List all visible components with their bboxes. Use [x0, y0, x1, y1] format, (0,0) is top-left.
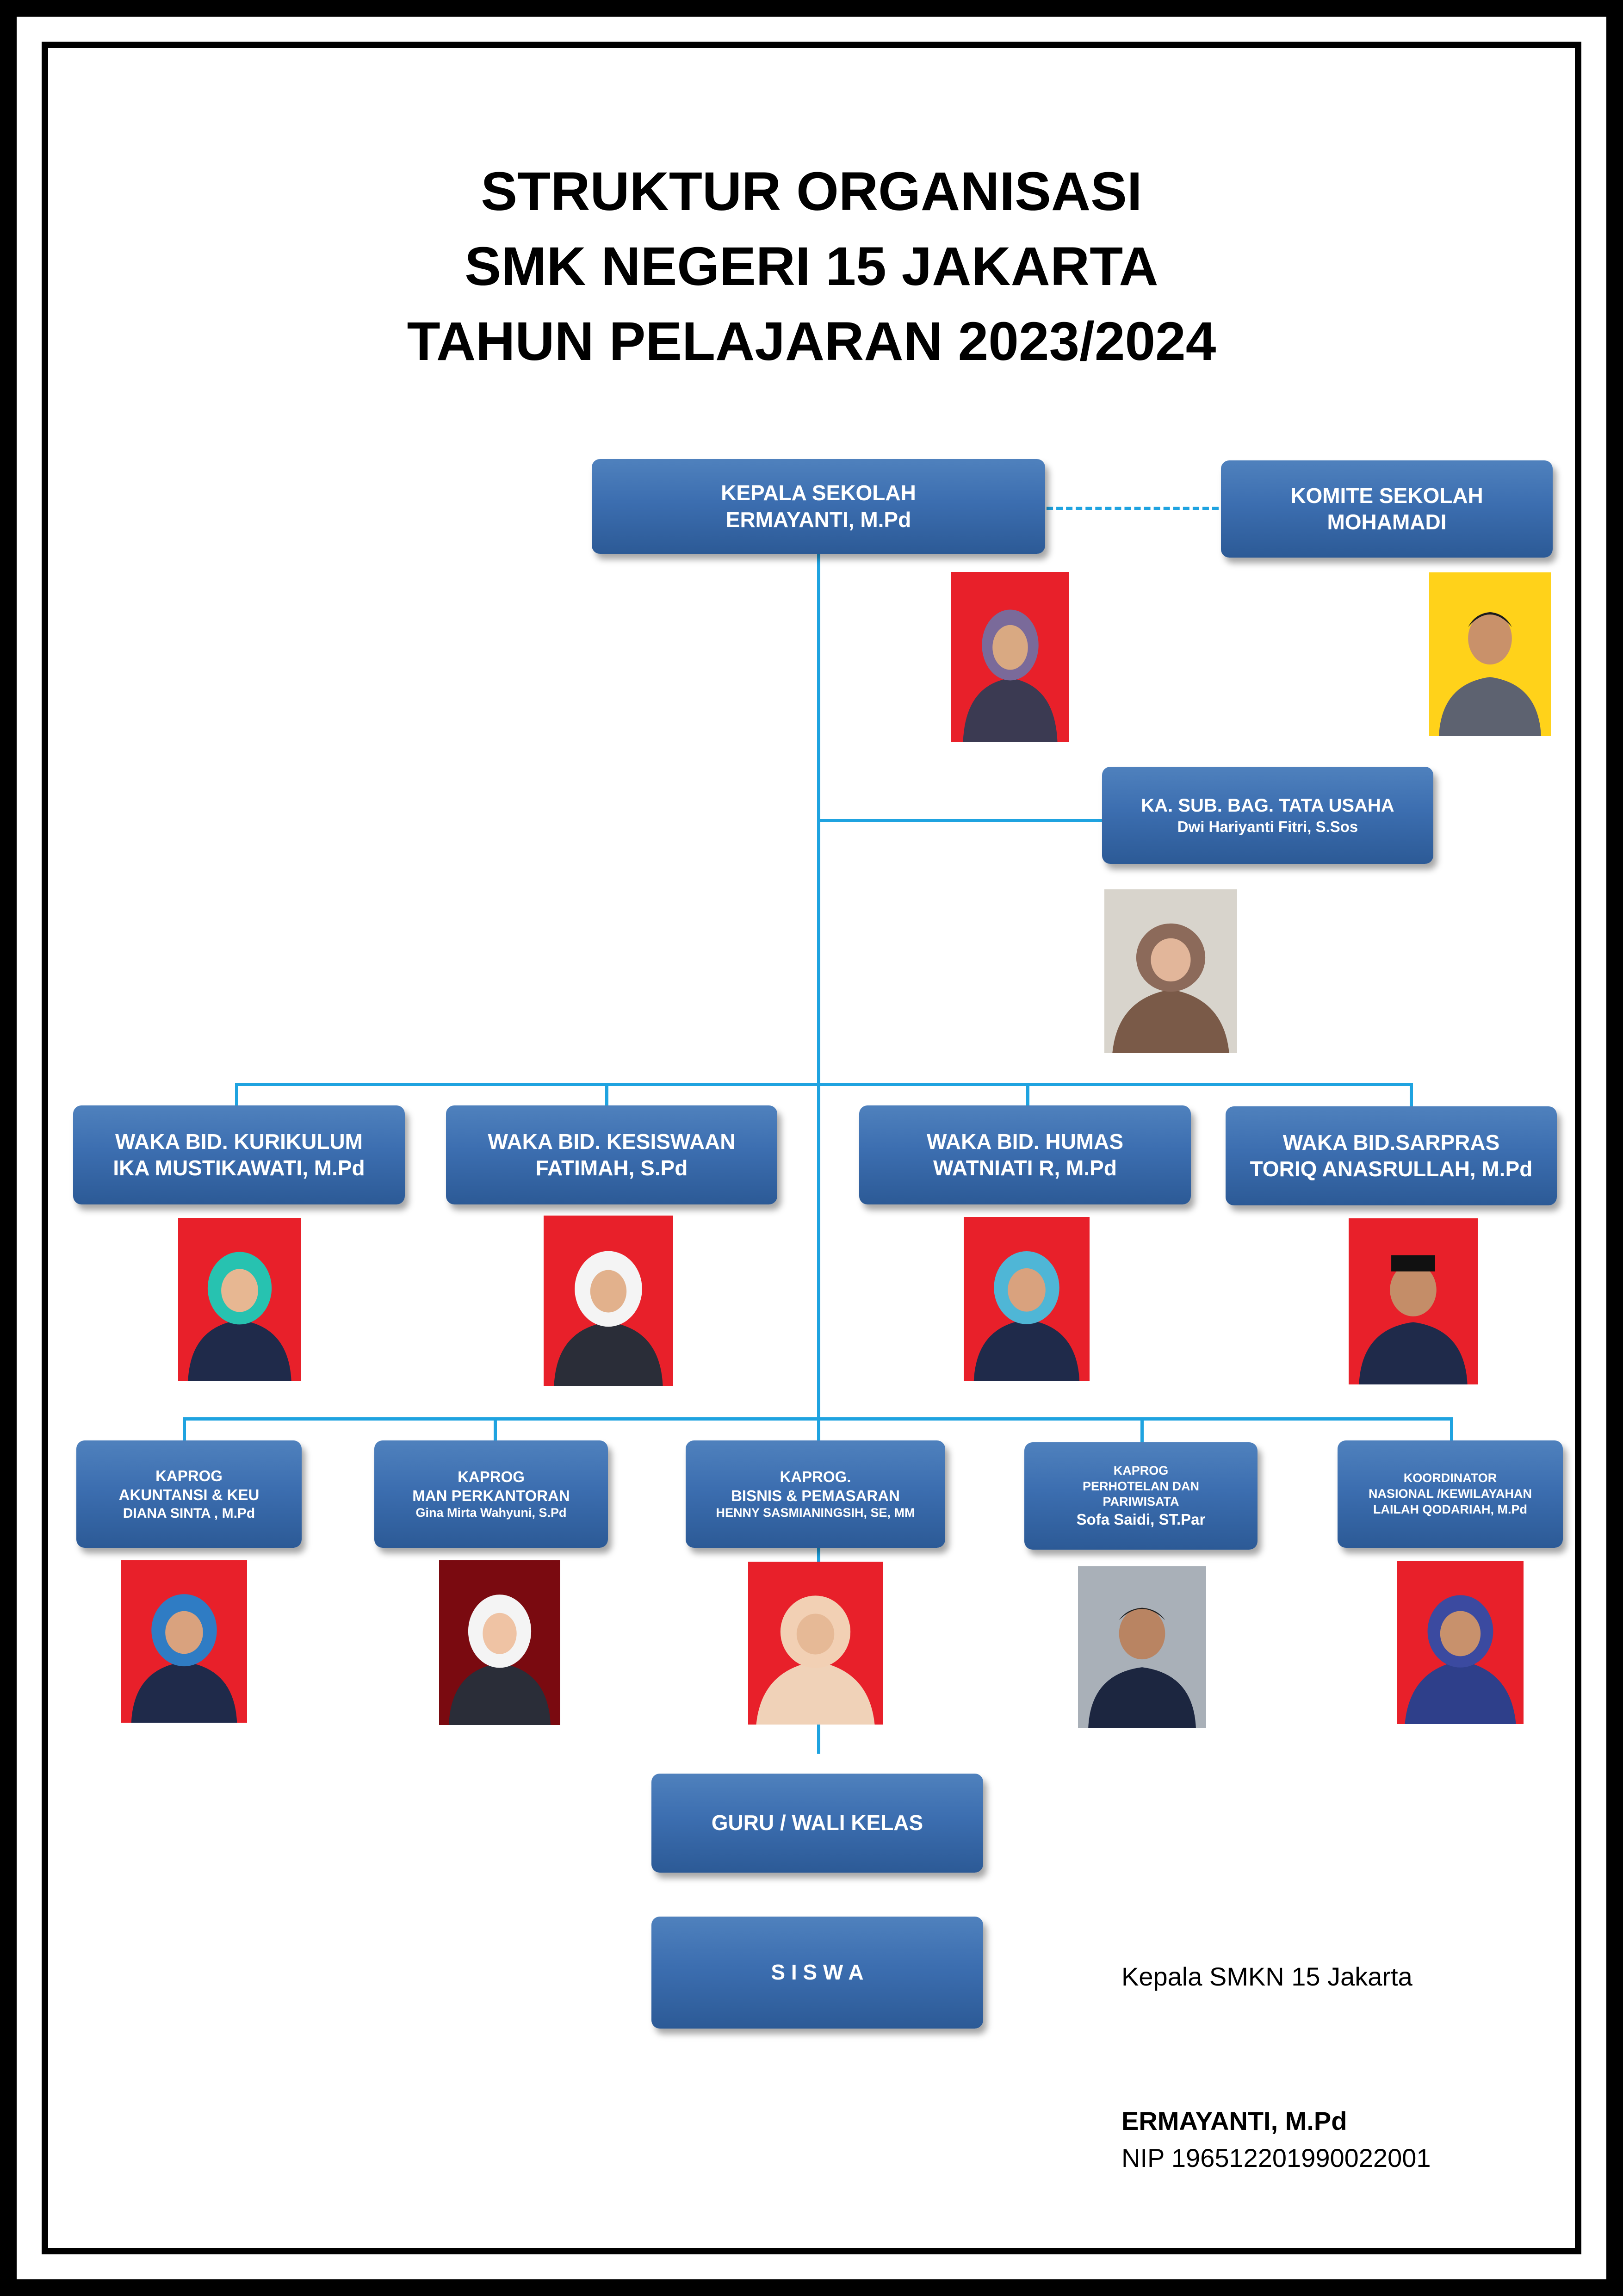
- photo-koordinator: [1397, 1561, 1524, 1724]
- photo-kaprog-perkantoran: [439, 1560, 560, 1725]
- photo-komite-sekolah: [1429, 572, 1551, 736]
- title-line-2: SMK NEGERI 15 JAKARTA: [465, 236, 1158, 297]
- siswa-box[interactable]: S I S W A: [651, 1917, 983, 2029]
- waka-name: TORIQ ANASRULLAH, M.Pd: [1250, 1157, 1533, 1181]
- koordinator-box[interactable]: KOORDINATOR NASIONAL /KEWILAYAHAN LAILAH…: [1338, 1440, 1563, 1548]
- kepala-sekolah-box[interactable]: KEPALA SEKOLAH ERMAYANTI, M.Pd: [592, 459, 1045, 554]
- waka-name: IKA MUSTIKAWATI, M.Pd: [113, 1156, 365, 1180]
- photo-waka-humas: [964, 1217, 1090, 1381]
- komite-role: KOMITE SEKOLAH: [1290, 483, 1483, 508]
- kaprog-line: PARIWISATA: [1103, 1495, 1179, 1509]
- guru-label: GURU / WALI KELAS: [711, 1811, 923, 1835]
- guru-wali-kelas-box[interactable]: GURU / WALI KELAS: [651, 1774, 983, 1873]
- waka-role: WAKA BID. HUMAS: [926, 1129, 1124, 1154]
- waka-role: WAKA BID. KURIKULUM: [115, 1129, 363, 1154]
- waka-role: WAKA BID. KESISWAAN: [488, 1129, 736, 1154]
- waka-horizontal-line: [235, 1083, 1413, 1086]
- waka-name: WATNIATI R, M.Pd: [933, 1156, 1117, 1180]
- kaprog-name: Sofa Saidi, ST.Par: [1076, 1511, 1206, 1528]
- kaprog-akuntansi-box[interactable]: KAPROG AKUNTANSI & KEU DIANA SINTA , M.P…: [76, 1440, 302, 1548]
- kaprog-line: KAPROG: [155, 1467, 223, 1484]
- kaprog-name: DIANA SINTA , M.Pd: [123, 1505, 255, 1521]
- kaprog-drop-3: [817, 1417, 820, 1443]
- photo-kaprog-perhotelan: [1078, 1566, 1206, 1728]
- kaprog-drop-5: [1450, 1417, 1453, 1443]
- waka-sarpras-box[interactable]: WAKA BID.SARPRAS TORIQ ANASRULLAH, M.Pd: [1226, 1106, 1557, 1205]
- kaprog-line: PERHOTELAN DAN: [1082, 1479, 1199, 1493]
- kaprog-name: Gina Mirta Wahyuni, S.Pd: [415, 1506, 567, 1520]
- photo-waka-kurikulum: [178, 1218, 301, 1381]
- tata-usaha-name: Dwi Hariyanti Fitri, S.Sos: [1177, 818, 1358, 836]
- siswa-label: S I S W A: [771, 1960, 864, 1985]
- waka-humas-box[interactable]: WAKA BID. HUMAS WATNIATI R, M.Pd: [859, 1105, 1191, 1204]
- waka-drop-2: [605, 1083, 608, 1109]
- title-line-3: TAHUN PELAJARAN 2023/2024: [407, 311, 1216, 372]
- photo-kepala-sekolah: [951, 572, 1069, 742]
- kepala-role: KEPALA SEKOLAH: [721, 481, 916, 505]
- waka-drop-1: [235, 1083, 238, 1109]
- waka-kurikulum-box[interactable]: WAKA BID. KURIKULUM IKA MUSTIKAWATI, M.P…: [73, 1105, 405, 1204]
- photo-waka-sarpras: [1349, 1218, 1478, 1384]
- kaprog-name: LAILAH QODARIAH, M.Pd: [1373, 1502, 1527, 1516]
- main-trunk-line: [817, 553, 820, 1754]
- komite-name: MOHAMADI: [1327, 510, 1447, 534]
- kaprog-name: HENNY SASMIANINGSIH, SE, MM: [716, 1506, 915, 1520]
- photo-tata-usaha: [1104, 889, 1237, 1053]
- waka-kesiswaan-box[interactable]: WAKA BID. KESISWAAN FATIMAH, S.Pd: [446, 1105, 777, 1204]
- kaprog-drop-4: [1140, 1417, 1144, 1443]
- kaprog-line: KAPROG: [458, 1468, 525, 1485]
- komite-sekolah-box[interactable]: KOMITE SEKOLAH MOHAMADI: [1221, 460, 1553, 558]
- waka-name: FATIMAH, S.Pd: [535, 1156, 688, 1180]
- kaprog-drop-2: [494, 1417, 497, 1443]
- photo-kaprog-bisnis: [748, 1562, 883, 1725]
- kaprog-line: NASIONAL /KEWILAYAHAN: [1368, 1487, 1532, 1501]
- tata-usaha-connector: [817, 819, 1102, 822]
- kaprog-line: KAPROG.: [780, 1468, 851, 1485]
- kaprog-line: BISNIS & PEMASARAN: [731, 1487, 900, 1505]
- signature-nip: NIP 196512201990022001: [1121, 2143, 1431, 2172]
- kaprog-line: KAPROG: [1113, 1463, 1169, 1477]
- signature-position: Kepala SMKN 15 Jakarta: [1121, 1962, 1412, 1991]
- kaprog-line: AKUNTANSI & KEU: [118, 1486, 260, 1504]
- tata-usaha-box[interactable]: KA. SUB. BAG. TATA USAHA Dwi Hariyanti F…: [1102, 767, 1433, 864]
- kaprog-drop-1: [183, 1417, 186, 1443]
- kaprog-bisnis-box[interactable]: KAPROG. BISNIS & PEMASARAN HENNY SASMIAN…: [686, 1440, 945, 1548]
- kaprog-perkantoran-box[interactable]: KAPROG MAN PERKANTORAN Gina Mirta Wahyun…: [374, 1440, 608, 1548]
- title-line-1: STRUKTUR ORGANISASI: [481, 161, 1142, 222]
- kaprog-perhotelan-box[interactable]: KAPROG PERHOTELAN DAN PARIWISATA Sofa Sa…: [1024, 1442, 1258, 1550]
- kepala-name: ERMAYANTI, M.Pd: [725, 507, 911, 532]
- kaprog-line: KOORDINATOR: [1403, 1471, 1497, 1485]
- waka-role: WAKA BID.SARPRAS: [1282, 1130, 1500, 1154]
- photo-waka-kesiswaan: [544, 1216, 673, 1386]
- kaprog-line: MAN PERKANTORAN: [412, 1487, 570, 1505]
- signature-name: ERMAYANTI, M.Pd: [1121, 2106, 1347, 2135]
- komite-dashed-connector: [1047, 507, 1219, 510]
- photo-kaprog-akuntansi: [121, 1560, 247, 1723]
- waka-drop-3: [1026, 1083, 1029, 1109]
- waka-drop-4: [1410, 1083, 1413, 1109]
- tata-usaha-role: KA. SUB. BAG. TATA USAHA: [1141, 795, 1394, 816]
